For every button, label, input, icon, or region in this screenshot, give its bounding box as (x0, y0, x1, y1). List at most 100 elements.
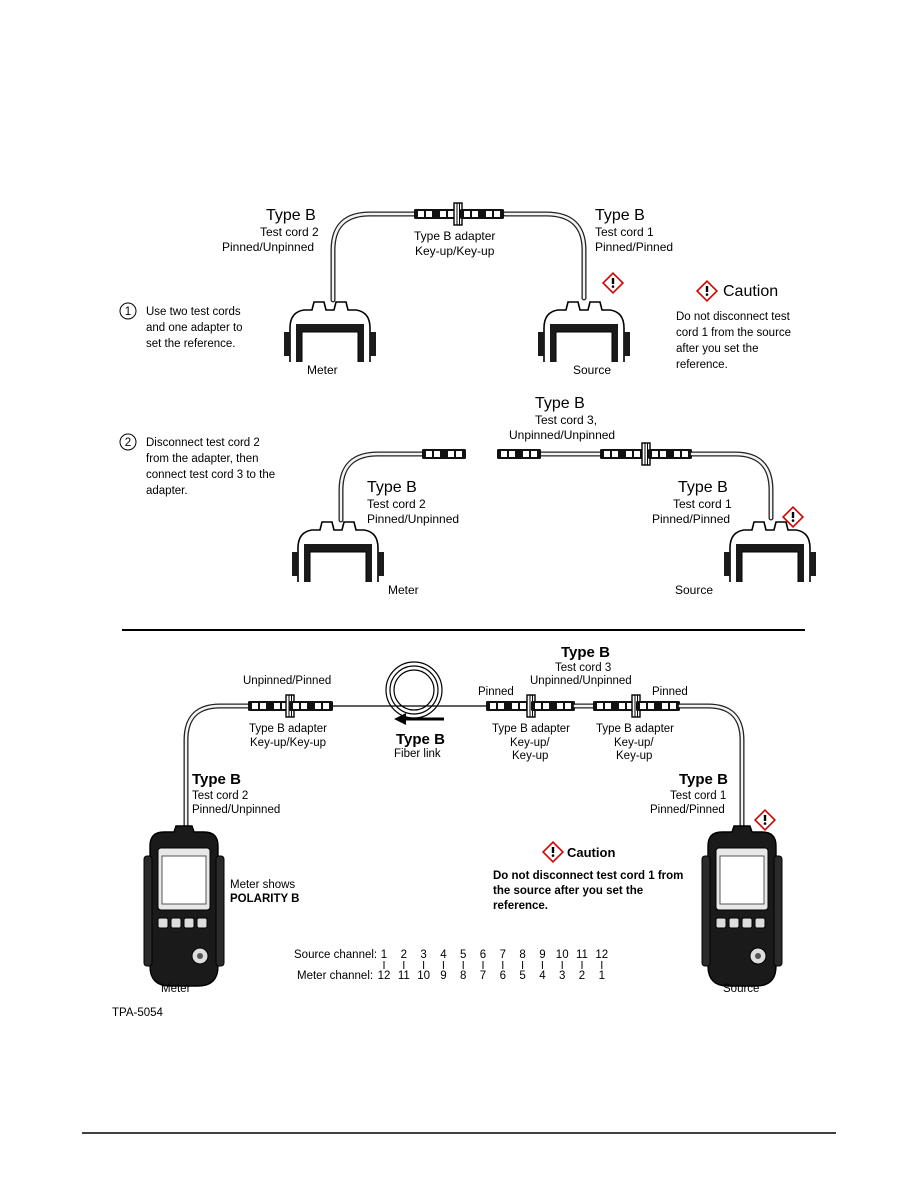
p1-adapter-keys: Key-up/Key-up (415, 244, 495, 258)
source-channel-number: 3 (420, 949, 426, 961)
source-channel-number: 4 (440, 949, 447, 961)
meter-channel-number: 6 (500, 970, 506, 982)
panel-2: 2 Disconnect test cord 2 from the adapte… (119, 395, 822, 602)
p1-step-line: and one adapter to (146, 322, 243, 334)
p3-adapter-mid-key2: Key-up (512, 750, 548, 762)
p2-source-cord-pins: Pinned/Pinned (652, 512, 730, 526)
p2-step-line: connect test cord 3 to the (146, 469, 275, 481)
p1-adapter-name: Type B adapter (414, 229, 495, 243)
source-channel-number: 10 (556, 949, 569, 961)
figure-id: TPA-5054 (112, 1007, 164, 1019)
p1-meter-label: Meter (307, 363, 338, 377)
caution-icon (696, 280, 718, 302)
connector-plug (531, 701, 575, 711)
p3-adapter-mid-name: Type B adapter (492, 723, 570, 735)
meter-channel-number: 2 (579, 970, 585, 982)
p3-meter-cord-name: Test cord 2 (192, 790, 248, 802)
p1-step-line: set the reference. (146, 338, 236, 350)
connector-plug (636, 701, 680, 711)
meter-device (283, 301, 377, 369)
meter-device (291, 521, 385, 589)
source-device (537, 301, 631, 369)
p3-unpinned-pinned: Unpinned/Pinned (243, 675, 331, 687)
p2-meter-cord-name: Test cord 2 (367, 497, 426, 511)
source-channel-number: 9 (539, 949, 545, 961)
p3-source-label: Source (723, 983, 759, 995)
source-channel-number: 1 (381, 949, 387, 961)
p1-source-cord-type: Type B (595, 207, 645, 224)
p2-cord3-type: Type B (535, 395, 585, 412)
connector-plug (422, 449, 466, 459)
connector-plug (600, 449, 644, 459)
source-channel-number: 2 (401, 949, 407, 961)
connector-plug (648, 449, 692, 459)
p2-meter-cord-type: Type B (367, 479, 417, 496)
panel-3: Type B Test cord 3 Unpinned/Unpinned Unp… (112, 644, 783, 1019)
connector-plug (497, 449, 541, 459)
source-channel-number: 6 (480, 949, 486, 961)
p1-source-label: Source (573, 363, 611, 377)
p3-cord3-type: Type B (561, 644, 610, 661)
meter-channel-number: 4 (539, 970, 546, 982)
p2-step-line: from the adapter, then (146, 453, 259, 465)
source-channel-number: 7 (500, 949, 506, 961)
p3-adapter-right-key2: Key-up (616, 750, 652, 762)
p3-adapter-right-name: Type B adapter (596, 723, 674, 735)
p3-caution-title: Caution (567, 845, 615, 860)
p2-cord3-pins: Unpinned/Unpinned (509, 428, 615, 442)
p3-adapter-right-key1: Key-up/ (614, 737, 654, 749)
p2-step-line: adapter. (146, 485, 188, 497)
connector-plug (486, 701, 530, 711)
p2-cord3-name: Test cord 3, (535, 413, 597, 427)
p3-adapter-mid-key1: Key-up/ (510, 737, 550, 749)
p1-step-line: Use two test cords (146, 306, 241, 318)
step-number-badge (119, 433, 137, 451)
p1-caution-line: reference. (676, 359, 728, 371)
meter-channel-number: 9 (440, 970, 446, 982)
meter-channel-number: 11 (398, 970, 410, 982)
p3-polarity: POLARITY B (230, 893, 299, 905)
meter-channel-number: 8 (460, 970, 466, 982)
arrow-left-icon (394, 713, 444, 725)
p3-cord3-pins: Unpinned/Unpinned (530, 675, 632, 687)
p1-caution-line: cord 1 from the source (676, 327, 791, 339)
source-device (701, 825, 783, 987)
p3-meter-label: Meter (161, 983, 191, 995)
connector-plug (289, 701, 333, 711)
p1-meter-cord-name: Test cord 2 (260, 225, 319, 239)
meter-channel-number: 1 (599, 970, 605, 982)
source-channel-number: 8 (519, 949, 525, 961)
p3-source-channel-label: Source channel: (294, 949, 377, 961)
connector-plug (460, 209, 504, 219)
connector-plug (414, 209, 458, 219)
p3-cord3-name: Test cord 3 (555, 662, 611, 674)
source-channel-number: 12 (595, 949, 608, 961)
p3-caution-line: reference. (493, 900, 548, 912)
p1-caution-line: after you set the (676, 343, 758, 355)
p2-source-label: Source (675, 583, 713, 597)
p3-meter-cord-pins: Pinned/Unpinned (192, 804, 280, 816)
p2-source-cord-type: Type B (678, 479, 728, 496)
p3-adapter-left-name: Type B adapter (249, 723, 327, 735)
meter-channel-number: 3 (559, 970, 565, 982)
panel-1: Type B Test cord 2 Pinned/Unpinned Type … (119, 202, 791, 382)
connector-plug (593, 701, 637, 711)
p2-source-cord-name: Test cord 1 (673, 497, 732, 511)
meter-channel-number: 10 (417, 970, 430, 982)
p3-meter-shows: Meter shows (230, 879, 295, 891)
p3-meter-cord-type: Type B (192, 771, 241, 788)
p1-meter-cord-type: Type B (266, 207, 316, 224)
meter-channel-number: 12 (378, 970, 391, 982)
p3-fiber-type: Type B (396, 731, 445, 748)
source-device (723, 521, 817, 589)
p3-source-cord-type: Type B (679, 771, 728, 788)
p1-caution-title: Caution (723, 283, 778, 300)
source-channel-number: 5 (460, 949, 466, 961)
p1-caution-line: Do not disconnect test (676, 311, 791, 323)
p3-caution-line: Do not disconnect test cord 1 from (493, 870, 683, 882)
p1-meter-cord-pins: Pinned/Unpinned (222, 240, 314, 254)
p3-pinned-left: Pinned (478, 686, 514, 698)
meter-device (143, 825, 225, 987)
p3-fiber-name: Fiber link (394, 748, 441, 760)
